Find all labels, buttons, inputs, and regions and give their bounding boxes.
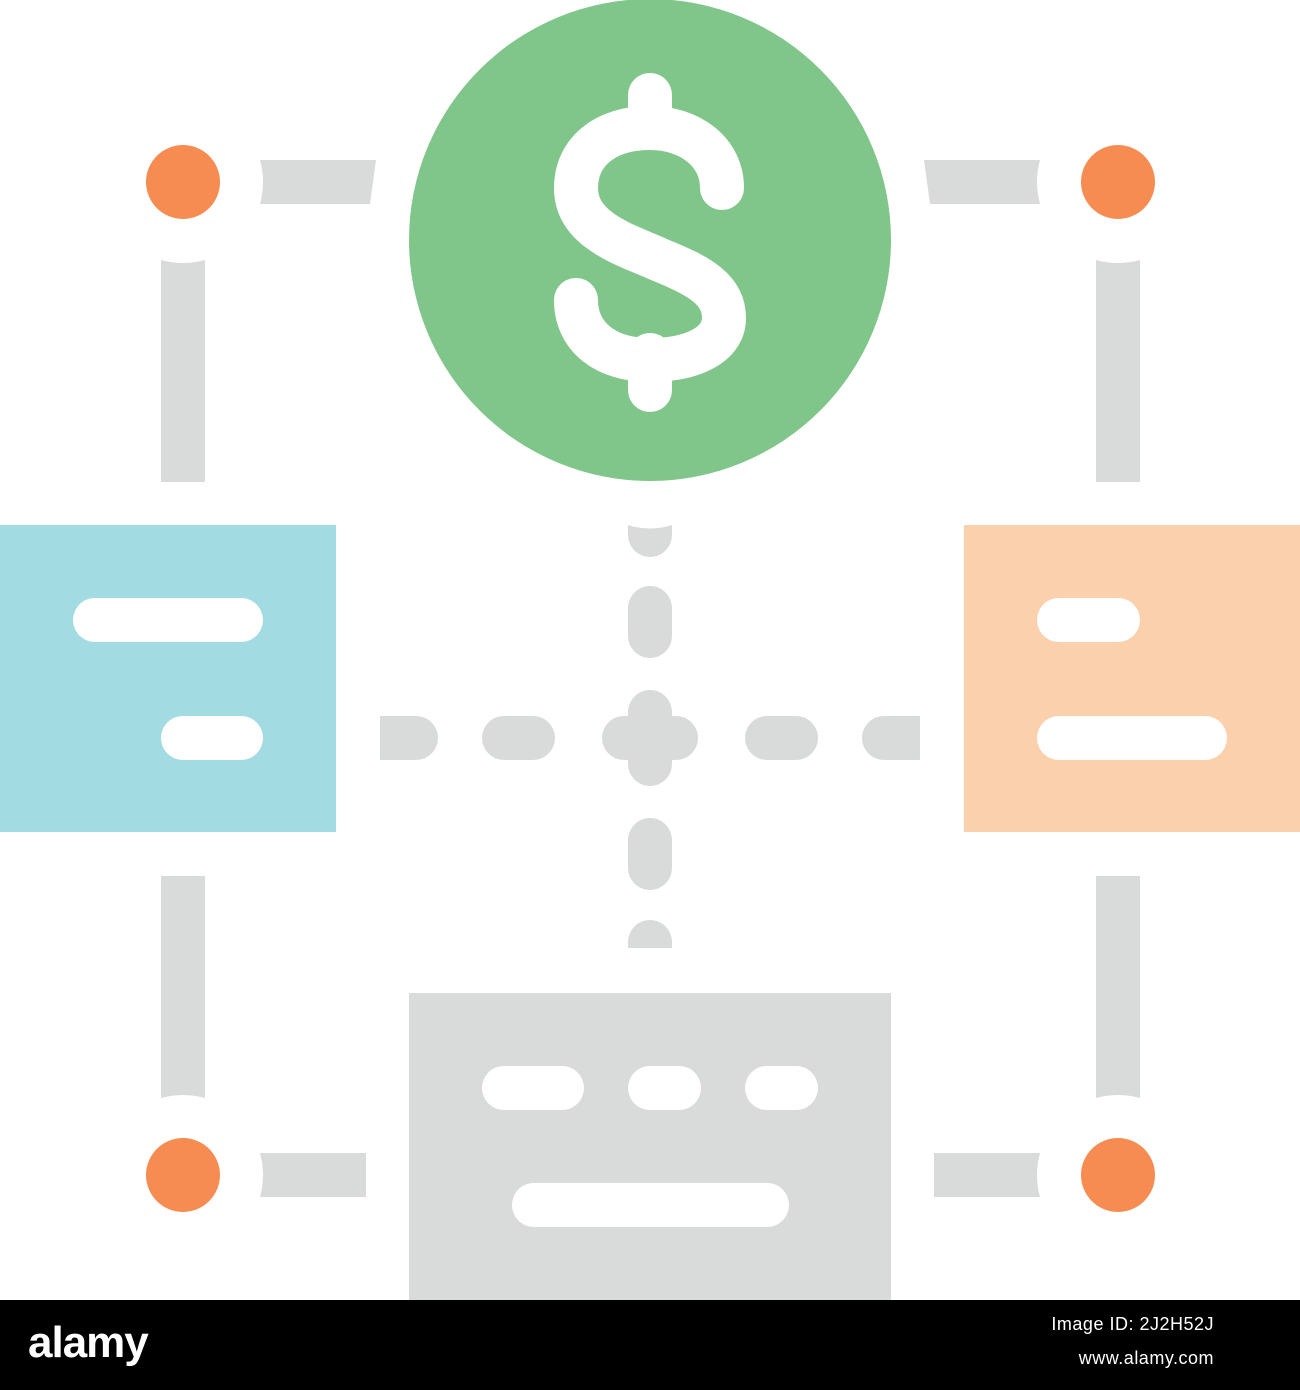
- bottom-card-background: [409, 993, 891, 1300]
- node-dots: [146, 145, 1155, 1212]
- right-card-line-short: [1037, 598, 1140, 642]
- brand-logo: alamy: [28, 1318, 149, 1367]
- dollar-sign-icon: [554, 73, 746, 412]
- top-right-connector-dash: [924, 160, 1040, 204]
- bottom-card-segment-1: [482, 1066, 584, 1110]
- image-id-label: Image ID: 2J2H52J: [1051, 1314, 1214, 1334]
- bottom-right-connector-dash: [934, 1153, 1040, 1197]
- right-card-background: [964, 525, 1300, 832]
- bottom-card-segment-3: [745, 1066, 818, 1110]
- right-upper-connector-dash: [1096, 260, 1140, 482]
- horizontal-dash-3: [745, 716, 818, 760]
- right-card-line-long: [1037, 716, 1227, 760]
- top-right-node-dot: [1081, 145, 1155, 219]
- bottom-card-segment-2: [628, 1066, 701, 1110]
- left-card: [0, 525, 336, 832]
- bottom-right-node-dot: [1081, 1138, 1155, 1212]
- left-card-line-short: [161, 716, 263, 760]
- top-connectors: [260, 160, 1040, 204]
- vertical-dash-1: [628, 525, 672, 557]
- bottom-card-line-long: [512, 1183, 789, 1227]
- center-dashed-connectors: [380, 525, 920, 948]
- top-left-connector-dash: [260, 160, 376, 204]
- vertical-dash-2: [628, 586, 672, 658]
- bottom-left-node-dot: [146, 1138, 220, 1212]
- bottom-connectors: [260, 1153, 1040, 1197]
- money-flow-diagram: [0, 0, 1300, 1300]
- right-card: [964, 525, 1300, 832]
- vertical-dash-3: [628, 818, 672, 890]
- left-lower-connector-dash: [161, 876, 205, 1098]
- left-card-line-long: [73, 598, 263, 642]
- left-card-background: [0, 525, 336, 832]
- side-connectors: [161, 260, 1140, 1098]
- horizontal-dash-1: [380, 716, 438, 760]
- horizontal-dash-2: [482, 716, 555, 760]
- horizontal-dash-4: [862, 716, 920, 760]
- bottom-card: [409, 993, 891, 1300]
- watermark-footer: alamy Image ID: 2J2H52J www.alamy.com: [0, 1300, 1300, 1390]
- vertical-dash-4: [628, 920, 672, 948]
- right-lower-connector-dash: [1096, 876, 1140, 1098]
- bottom-left-connector-dash: [260, 1153, 366, 1197]
- top-left-node-dot: [146, 145, 220, 219]
- footer-url: www.alamy.com: [1078, 1348, 1214, 1368]
- plus-icon: [602, 690, 698, 786]
- left-upper-connector-dash: [161, 260, 205, 482]
